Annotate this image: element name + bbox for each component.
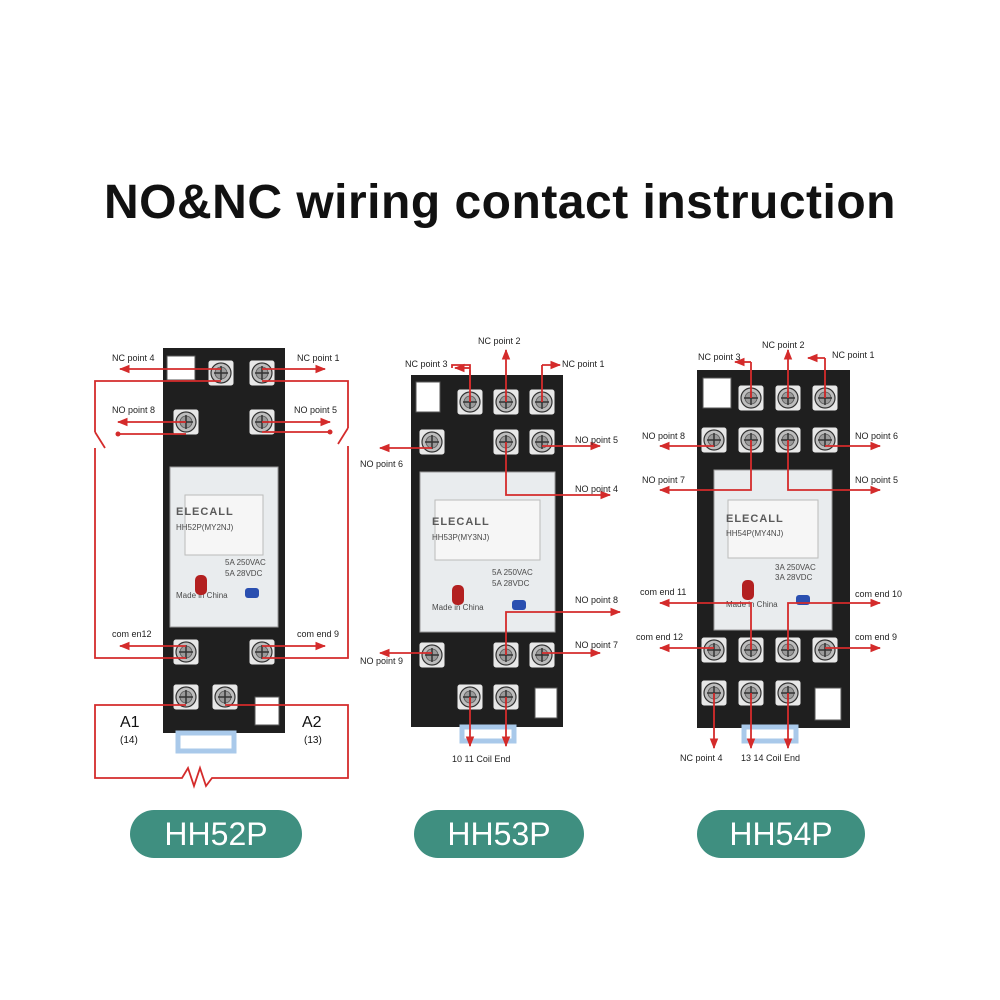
relay-rating-ac: 5A 250VAC — [225, 558, 266, 567]
label-coil-end: 13 14 Coil End — [741, 753, 800, 763]
relay-rating-ac: 3A 250VAC — [775, 563, 816, 572]
label-no-point-5: NO point 5 — [294, 405, 337, 415]
relay-hh53p: ELECALL HH53P(MY3NJ) 5A 250VAC 5A 28VDC … — [360, 336, 622, 764]
label-com-en12: com en12 — [112, 629, 152, 639]
label-a1: A1 — [120, 714, 140, 731]
coil-bridge — [175, 730, 237, 754]
relay-origin: Made in China — [726, 600, 778, 609]
label-coil-end: 10 11 Coil End — [452, 754, 510, 764]
terminal-screw — [811, 636, 839, 664]
model-badge-hh53p: HH53P — [414, 810, 584, 858]
label-no-point-4: NO point 4 — [575, 484, 618, 494]
terminal-screw — [211, 683, 239, 711]
relay-origin: Made in China — [176, 591, 228, 600]
label-com-end-12: com end 12 — [636, 632, 683, 642]
terminal-screw — [811, 426, 839, 454]
relay-hh54p: ELECALL HH54P(MY4NJ) 3A 250VAC 3A 28VDC … — [636, 340, 902, 763]
label-nc-point-3: NC point 3 — [698, 352, 741, 362]
label-nc-point-2: NC point 2 — [762, 340, 805, 350]
coil-bridge — [741, 724, 799, 744]
terminal-screw — [528, 641, 556, 669]
relay-origin: Made in China — [432, 603, 484, 612]
label-no-point-8: NO point 8 — [112, 405, 155, 415]
label-no-point-9: NO point 9 — [360, 656, 403, 666]
terminal-screw — [418, 641, 446, 669]
label-com-end-9: com end 9 — [855, 632, 897, 642]
label-a1-number: (14) — [120, 735, 138, 746]
terminal-screw — [700, 636, 728, 664]
terminal-screw — [207, 359, 235, 387]
label-no-point-6: NO point 6 — [360, 459, 403, 469]
relay-part-number: HH54P(MY4NJ) — [726, 529, 784, 538]
din-slot — [415, 381, 441, 413]
label-no-point-8: NO point 8 — [575, 595, 618, 605]
coil-bridge — [459, 724, 517, 744]
din-slot — [166, 355, 196, 381]
relay-led — [195, 575, 207, 595]
label-no-point-5: NO point 5 — [855, 475, 898, 485]
label-nc-point-3: NC point 3 — [405, 359, 448, 369]
label-com-end-11: com end 11 — [640, 587, 686, 597]
terminal-screw — [248, 638, 276, 666]
din-slot — [534, 687, 558, 719]
relay-coil — [184, 494, 264, 556]
label-nc-point-4: NC point 4 — [680, 753, 723, 763]
label-nc-point-4: NC point 4 — [112, 353, 155, 363]
relay-hh52p: ELECALL HH52P(MY2NJ) 5A 250VAC 5A 28VDC … — [94, 348, 349, 789]
terminal-screw — [700, 426, 728, 454]
terminal-screw — [248, 359, 276, 387]
model-badge-hh54p: HH54P — [697, 810, 865, 858]
model-badge-hh52p: HH52P — [130, 810, 302, 858]
relay-led — [452, 585, 464, 605]
din-slot — [814, 687, 842, 721]
relay-rating-dc: 5A 28VDC — [225, 569, 263, 578]
relay-part-number: HH52P(MY2NJ) — [176, 523, 234, 532]
relay-brand: ELECALL — [726, 513, 784, 525]
label-no-point-5: NO point 5 — [575, 435, 618, 445]
label-no-point-7: NO point 7 — [642, 475, 685, 485]
label-nc-point-1: NC point 1 — [832, 350, 875, 360]
terminal-screw — [528, 428, 556, 456]
relay-rating-ac: 5A 250VAC — [492, 568, 533, 577]
label-no-point-8: NO point 8 — [642, 431, 685, 441]
label-nc-point-2: NC point 2 — [478, 336, 521, 346]
label-no-point-6: NO point 6 — [855, 431, 898, 441]
page-title: NO&NC wiring contact instruction — [103, 176, 896, 229]
din-slot — [702, 377, 732, 409]
relay-part-number: HH53P(MY3NJ) — [432, 533, 490, 542]
label-nc-point-1: NC point 1 — [562, 359, 605, 369]
din-slot — [254, 696, 280, 726]
label-nc-point-1: NC point 1 — [297, 353, 340, 363]
terminal-screw — [418, 428, 446, 456]
terminal-screw — [172, 638, 200, 666]
relay-led — [742, 580, 754, 600]
relay-coil — [727, 499, 819, 559]
label-a2-number: (13) — [304, 735, 322, 746]
relay-rating-dc: 3A 28VDC — [775, 573, 813, 582]
relay-diode — [245, 588, 259, 598]
relay-coil — [434, 499, 541, 561]
relay-brand: ELECALL — [176, 506, 234, 518]
relay-diode — [512, 600, 526, 610]
relay-rating-dc: 5A 28VDC — [492, 579, 530, 588]
relay-brand: ELECALL — [432, 516, 490, 528]
label-a2: A2 — [302, 714, 322, 731]
label-no-point-7: NO point 7 — [575, 640, 618, 650]
label-com-end-10: com end 10 — [855, 589, 902, 599]
terminal-screw — [172, 683, 200, 711]
label-com-end-9: com end 9 — [297, 629, 339, 639]
